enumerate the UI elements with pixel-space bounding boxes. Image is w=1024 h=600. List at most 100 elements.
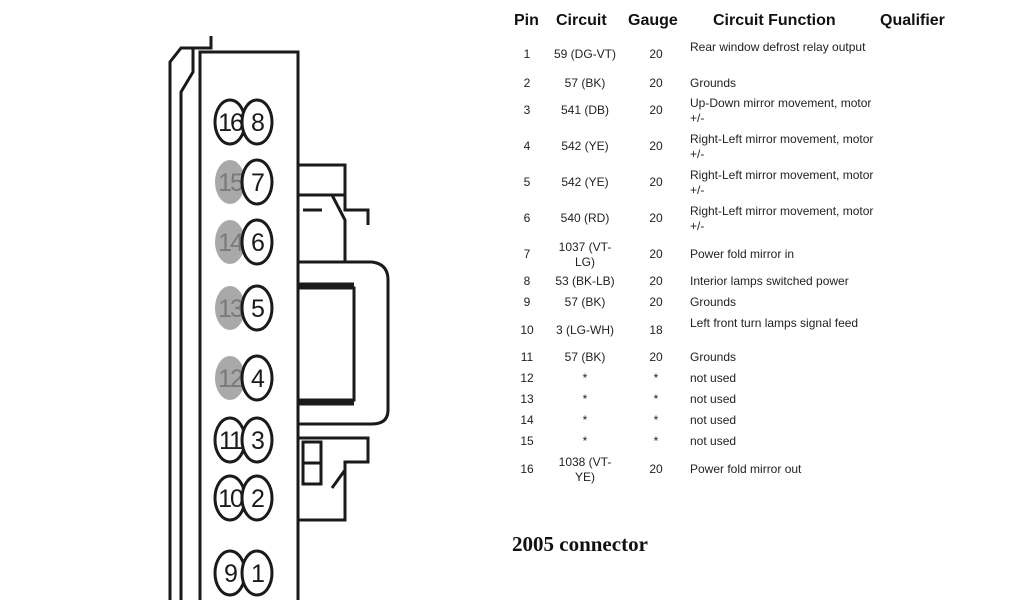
latch-diagonal xyxy=(330,194,347,262)
row-gauge: * xyxy=(653,392,659,406)
latch-top xyxy=(298,163,370,225)
connector-caption: 2005 connector xyxy=(512,532,648,556)
row-gauge: 20 xyxy=(649,462,663,476)
row-pin: 6 xyxy=(523,211,531,225)
header-function: Circuit Function xyxy=(713,12,836,29)
row-gauge: 20 xyxy=(649,247,663,261)
pin-circle xyxy=(240,158,274,206)
pin-label: 5 xyxy=(251,295,264,323)
pin-6: 6 xyxy=(240,218,274,266)
pin-label: 16 xyxy=(218,109,243,137)
row-pin: 7 xyxy=(523,247,531,261)
pin-1: 1 xyxy=(240,549,274,597)
row-gauge: 20 xyxy=(649,274,663,288)
pin-label: 13 xyxy=(218,295,243,323)
pin-circle xyxy=(240,549,274,597)
row-pin: 4 xyxy=(523,139,531,153)
row-function: Rear window defrost relay output xyxy=(690,40,866,54)
pin-label: 11 xyxy=(219,427,242,455)
row-circuit: * xyxy=(582,392,588,406)
row-gauge: 20 xyxy=(649,139,663,153)
row-gauge: 20 xyxy=(649,211,663,225)
pin-16: 16 xyxy=(213,98,247,146)
row-gauge: 20 xyxy=(649,103,663,117)
pin-circle xyxy=(215,356,245,400)
row-pin: 1 xyxy=(523,47,531,61)
row-function: Power fold mirror out xyxy=(690,462,802,476)
pin-11: 11 xyxy=(213,416,247,464)
pin-circle xyxy=(215,160,245,204)
pin-circle xyxy=(215,286,245,330)
row-pin: 10 xyxy=(520,323,534,337)
row-circuit: 57 (BK) xyxy=(564,295,606,309)
lower-lock xyxy=(298,436,370,522)
row-circuit: 57 (BK) xyxy=(564,76,606,90)
pin-circle xyxy=(240,354,274,402)
row-gauge: 20 xyxy=(649,350,663,364)
header-pin: Pin xyxy=(514,12,539,29)
row-circuit: 1037 (VT-LG) xyxy=(558,240,612,269)
row-circuit: * xyxy=(582,434,588,448)
row-function: Up-Down mirror movement, motor +/- xyxy=(690,96,872,125)
row-pin: 12 xyxy=(520,371,534,385)
pin-4: 4 xyxy=(240,354,274,402)
pin-label: 2 xyxy=(251,485,264,513)
pin-label: 1 xyxy=(251,560,264,588)
row-circuit: 542 (YE) xyxy=(561,175,609,189)
row-function: Left front turn lamps signal feed xyxy=(690,316,859,330)
row-gauge: 20 xyxy=(649,175,663,189)
row-pin: 11 xyxy=(520,350,534,364)
header-circuit: Circuit xyxy=(556,12,607,29)
row-circuit: * xyxy=(582,413,588,427)
pin-label: 14 xyxy=(218,229,244,257)
row-circuit: 1038 (VT-YE) xyxy=(558,455,612,484)
row-gauge: 20 xyxy=(649,47,663,61)
pin-label: 9 xyxy=(224,560,237,588)
row-function: not used xyxy=(690,392,737,406)
row-function: Grounds xyxy=(690,350,737,364)
row-gauge: * xyxy=(653,413,659,427)
row-circuit: 57 (BK) xyxy=(564,350,606,364)
row-pin: 2 xyxy=(523,76,531,90)
row-circuit: 541 (DB) xyxy=(560,103,610,117)
row-pin: 15 xyxy=(520,434,534,448)
row-function: Right-Left mirror movement, motor +/- xyxy=(690,132,874,161)
pin-label: 8 xyxy=(251,109,264,137)
row-gauge: 20 xyxy=(649,76,663,90)
row-function: Power fold mirror in xyxy=(690,247,795,261)
row-circuit: 3 (LG-WH) xyxy=(556,323,614,337)
row-function: not used xyxy=(690,434,737,448)
row-pin: 8 xyxy=(523,274,531,288)
row-circuit: 53 (BK-LB) xyxy=(555,274,615,288)
pin-circle xyxy=(240,98,274,146)
release-tab xyxy=(298,260,390,426)
pin-label: 10 xyxy=(218,485,243,513)
header-gauge: Gauge xyxy=(628,12,678,29)
pin-label: 3 xyxy=(251,427,264,455)
row-pin: 9 xyxy=(523,295,531,309)
row-function: Grounds xyxy=(690,76,737,90)
row-function: Interior lamps switched power xyxy=(690,274,849,288)
row-function: Right-Left mirror movement, motor +/- xyxy=(690,204,874,233)
pin-9: 9 xyxy=(213,549,247,597)
row-function: not used xyxy=(690,371,737,385)
connector-housing xyxy=(168,36,213,600)
row-gauge: 20 xyxy=(649,295,663,309)
row-circuit: 542 (YE) xyxy=(561,139,609,153)
pin-8: 8 xyxy=(240,98,274,146)
row-circuit: * xyxy=(582,371,588,385)
pin-3: 3 xyxy=(240,416,274,464)
header-qualifier: Qualifier xyxy=(880,12,945,29)
pin-label: 12 xyxy=(218,365,243,393)
pin-5: 5 xyxy=(240,284,274,332)
pin-circle xyxy=(240,284,274,332)
row-function: Right-Left mirror movement, motor +/- xyxy=(690,168,874,197)
pin-7: 7 xyxy=(240,158,274,206)
row-pin: 3 xyxy=(523,103,531,117)
pin-label: 6 xyxy=(251,229,264,257)
pin-2: 2 xyxy=(240,474,274,522)
connector-housing-inner xyxy=(179,48,195,600)
row-pin: 5 xyxy=(523,175,531,189)
tab-inner xyxy=(296,286,356,402)
